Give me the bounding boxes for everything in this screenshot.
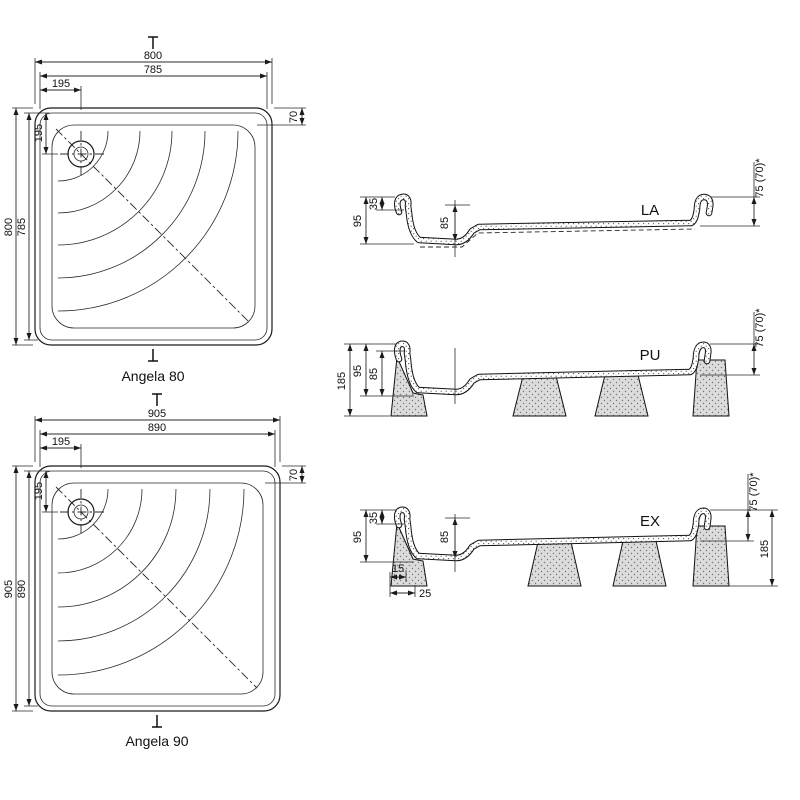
dimensions: 95 35 85 15 25 185 75 (70)* [352, 472, 778, 600]
tray-outer-outline [34, 107, 273, 346]
plan-angela-80: 800 785 195 70 800 785 195 Angela 80 [3, 36, 306, 384]
dim-rim-drop: 35 [368, 198, 380, 210]
shell-profile [394, 193, 714, 246]
plan-angela-90: 905 890 195 70 905 890 195 Angela 90 [3, 393, 306, 749]
section-la: 95 35 85 75 (70)* LA [352, 158, 766, 257]
shell-profile [393, 340, 712, 396]
shell-profile [393, 506, 712, 562]
dim-outer-height: 800 [3, 218, 15, 236]
dim-edge-height: 75 (70)* [754, 308, 766, 348]
dim-foot-width: 25 [419, 588, 431, 600]
dimensions: 905 890 195 70 905 890 195 [3, 408, 306, 712]
dim-inner-height: 890 [16, 580, 28, 598]
support-skirt-left [390, 355, 428, 417]
dim-edge-height: 75 (70)* [748, 472, 760, 512]
section-label: LA [641, 202, 659, 219]
section-label: PU [640, 347, 661, 364]
center-mark-bottom [148, 349, 158, 362]
support-skirt-right [692, 359, 730, 417]
tray-outer-outline [34, 465, 281, 712]
dimensions: 800 785 195 70 800 785 195 [3, 50, 306, 346]
dim-depth: 85 [439, 217, 451, 229]
tray-floor-outline [51, 482, 264, 695]
dim-drain-offset-y: 195 [33, 482, 45, 500]
drain-symbol [60, 131, 104, 177]
dim-height: 95 [352, 215, 364, 227]
dim-total-height: 185 [759, 540, 771, 558]
dim-foot-inset: 15 [392, 563, 404, 575]
center-mark-bottom [152, 715, 162, 728]
dimensions: 95 35 85 75 (70)* [352, 158, 766, 245]
dim-outer-width: 905 [148, 408, 166, 420]
tray-inner-outline [39, 112, 268, 341]
center-mark-top [152, 393, 162, 406]
section-pu: 185 95 85 75 (70)* PU [336, 308, 766, 417]
dim-outer-height: 905 [3, 580, 15, 598]
dim-inner-width: 890 [148, 422, 166, 434]
variant-floor-dashed [420, 228, 696, 248]
drain-symbol [60, 489, 104, 535]
plan-label: Angela 90 [125, 733, 188, 749]
dim-height: 95 [352, 365, 364, 377]
dim-rim-drop: 35 [368, 512, 380, 524]
tray-floor-outline [51, 124, 256, 329]
support-foot [594, 374, 649, 417]
diagonal-centerline [55, 486, 258, 689]
dim-inner-height: 785 [16, 218, 28, 236]
dim-outer-width: 800 [144, 50, 162, 62]
tray-inner-outline [39, 470, 276, 707]
diagonal-centerline [55, 128, 250, 323]
support-foot [527, 541, 582, 587]
dim-drain-offset-x: 195 [52, 436, 70, 448]
dim-total-height: 185 [336, 372, 348, 390]
support-skirt-right [692, 525, 730, 587]
support-foot [612, 540, 667, 587]
dim-edge-height: 75 (70)* [754, 158, 766, 198]
dim-height: 95 [352, 531, 364, 543]
dim-rim-width: 70 [288, 469, 300, 481]
dim-depth: 85 [439, 531, 451, 543]
dim-drain-offset-y: 195 [33, 124, 45, 142]
dim-depth: 85 [368, 368, 380, 380]
dim-rim-width: 70 [288, 111, 300, 123]
support-foot [512, 375, 567, 417]
section-label: EX [640, 513, 660, 530]
center-mark-top [148, 36, 158, 49]
dimensions: 185 95 85 75 (70)* [336, 308, 766, 417]
plan-label: Angela 80 [121, 368, 184, 384]
section-ex: 95 35 85 15 25 185 75 (70)* EX [352, 472, 778, 600]
dim-inner-width: 785 [144, 64, 162, 76]
dim-drain-offset-x: 195 [52, 78, 70, 90]
